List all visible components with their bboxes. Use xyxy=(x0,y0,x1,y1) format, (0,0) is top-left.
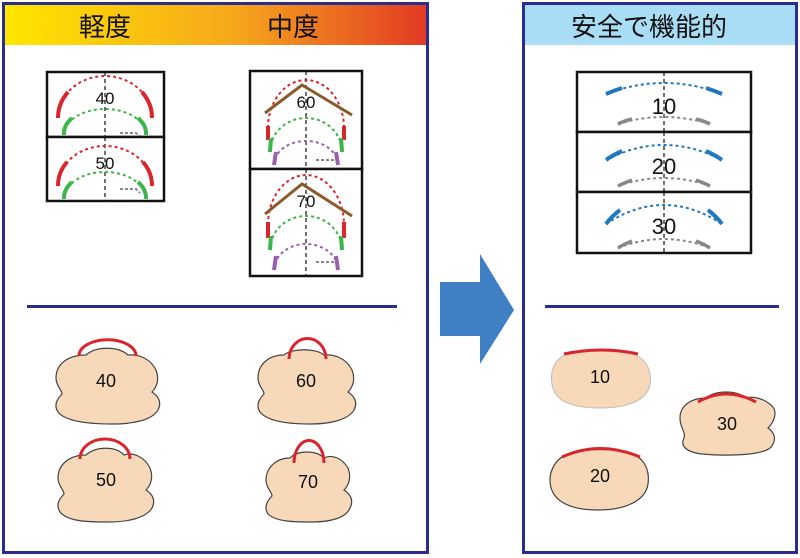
bead-50: 50 xyxy=(57,437,155,523)
xray-label-60: 60 xyxy=(297,93,316,112)
xray-box-40: 40 xyxy=(45,70,166,139)
bead-label-40: 40 xyxy=(96,371,116,391)
bead-70: 70 xyxy=(265,439,353,523)
xray-box-30: 30 xyxy=(575,190,753,255)
bead-40: 40 xyxy=(55,338,161,425)
bead-10: 10 xyxy=(551,348,651,409)
xray-label-50: 50 xyxy=(96,154,115,173)
right-separator xyxy=(545,305,779,308)
xray-box-50: 50 xyxy=(45,135,166,203)
bead-20: 20 xyxy=(549,447,649,511)
bead-30: 30 xyxy=(679,391,776,456)
header-safe-functional: 安全で機能的 xyxy=(571,13,728,43)
header-moderate: 中度 xyxy=(267,13,320,43)
right-header-bar xyxy=(525,5,795,45)
xray-label-10: 10 xyxy=(652,94,676,119)
bead-60: 60 xyxy=(257,336,357,425)
xray-box-20: 20 xyxy=(575,130,753,194)
xray-box-10: 10 xyxy=(575,70,753,134)
bead-label-30: 30 xyxy=(717,414,737,434)
bead-label-50: 50 xyxy=(96,470,116,490)
xray-box-70: 70 xyxy=(248,167,364,278)
left-separator xyxy=(27,305,397,308)
right-arrow-icon xyxy=(440,254,514,364)
header-mild: 軽度 xyxy=(79,13,132,43)
bead-label-70: 70 xyxy=(298,472,318,492)
xray-label-30: 30 xyxy=(652,214,676,239)
bead-label-60: 60 xyxy=(296,371,316,391)
xray-box-60: 60 xyxy=(248,69,364,171)
xray-label-70: 70 xyxy=(297,192,316,211)
xray-label-20: 20 xyxy=(652,154,676,179)
bead-label-10: 10 xyxy=(590,367,610,387)
bead-label-20: 20 xyxy=(590,466,610,486)
left-header-bar xyxy=(5,5,426,45)
xray-label-40: 40 xyxy=(96,89,115,108)
